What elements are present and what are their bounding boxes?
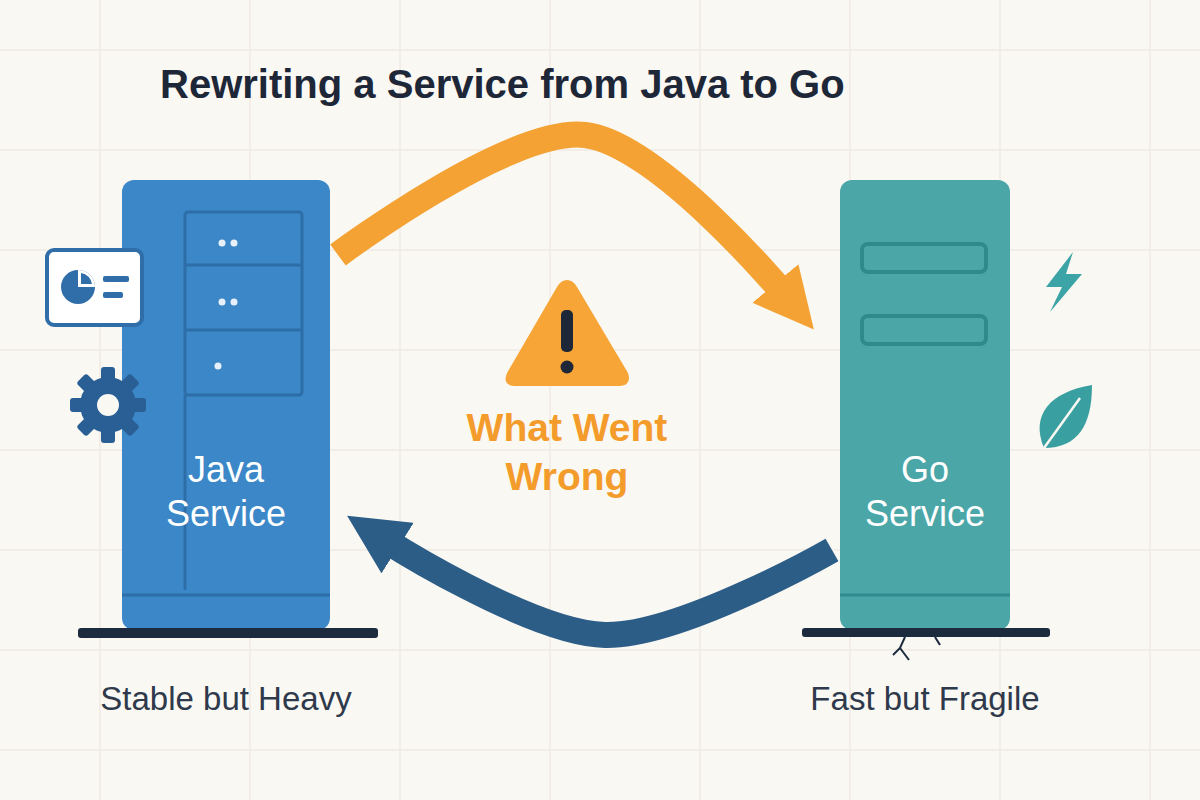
server-caption: Fast but Fragile	[810, 680, 1039, 718]
server-caption: Stable but Heavy	[100, 680, 351, 718]
dashboard-icon	[47, 250, 142, 325]
lightning-icon	[1046, 252, 1082, 312]
server-base	[78, 628, 378, 638]
diagram-title: Rewriting a Service from Java to Go	[160, 62, 845, 107]
flow-arrow	[338, 135, 785, 295]
gear-icon	[70, 367, 146, 443]
server-name: Java Service	[122, 448, 330, 536]
server-box: Java ServiceStable but Heavy	[122, 180, 330, 630]
flow-arrow	[385, 540, 832, 635]
crack-lines	[893, 637, 940, 660]
server-base	[802, 628, 1050, 637]
warning-icon	[506, 280, 629, 386]
leaf-icon	[1040, 385, 1092, 448]
server-name: Go Service	[840, 448, 1010, 536]
warning-label: What Went Wrong	[427, 404, 707, 502]
